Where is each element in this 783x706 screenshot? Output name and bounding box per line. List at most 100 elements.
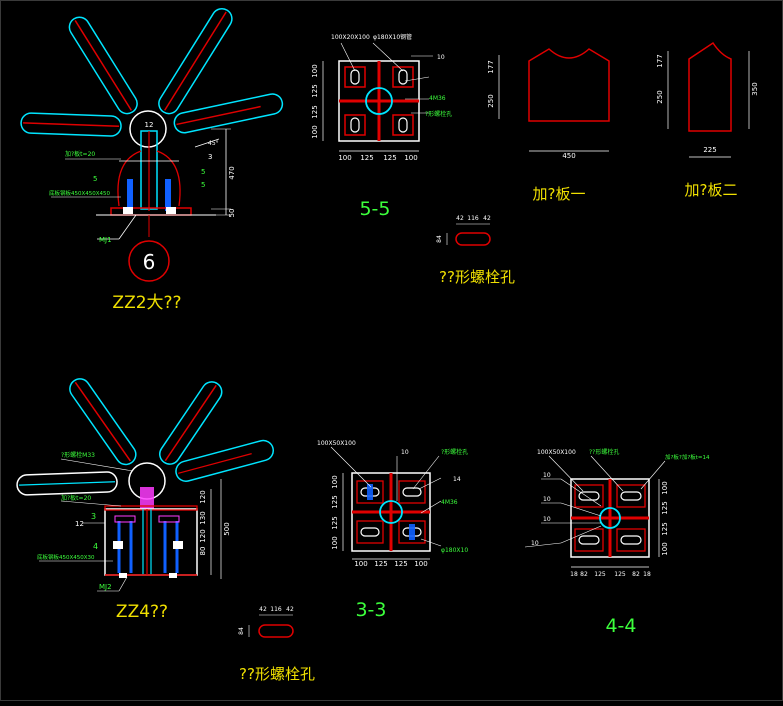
slot-top-dim-116: 116 — [467, 215, 479, 222]
s33-label-10: 10 — [401, 449, 409, 456]
zz4-tube-left — [16, 471, 118, 496]
s44-dim-right-1: 100 — [661, 481, 669, 494]
zz2-bubble-number: 6 — [143, 250, 156, 274]
slot-top-dim-42a: 42 — [456, 215, 464, 222]
zz4-tube-upper-right — [159, 381, 223, 465]
s33-pipe-label: φ180X10 — [441, 547, 468, 554]
zz4-label-4: 4 — [93, 542, 98, 551]
s33-dim-left-3: 125 — [331, 516, 339, 529]
slot-detail-bottom: 42 116 42 84 ??形螺栓孔 — [238, 606, 315, 683]
slot-bottom-title: ??形螺栓孔 — [239, 665, 315, 683]
s33-label-14: 14 — [453, 476, 461, 483]
s55-dim-bottom-4: 100 — [404, 154, 417, 162]
s44-dim-bottom-2: 82 — [580, 571, 588, 578]
zz2-angle-label: 45° — [208, 140, 219, 147]
s44-dim-right-4: 100 — [661, 542, 669, 555]
zz2-tube-upper-right — [158, 8, 233, 115]
s44-dim-bottom-4: 125 — [614, 571, 626, 578]
zz4-base-plate-label: 底板钢板450X450X30 — [37, 553, 95, 561]
zz2-label-b: 5 — [201, 168, 205, 176]
stiffener-plate-1: 177 250 450 加?板一 — [487, 48, 610, 203]
plate2-dim-350: 350 — [751, 82, 759, 95]
zz4-node-elevation: 120 130 120 80 500 ?形螺栓M33 加?板t=20 12 3 … — [16, 378, 275, 622]
zz2-stiffener-label: 加?板t=20 — [65, 150, 95, 158]
zz4-stiffener-label: 加?板t=20 — [61, 494, 91, 502]
zz4-mj-label: MJ2 — [99, 583, 112, 591]
s33-dim-bottom-2: 125 — [374, 560, 387, 568]
slot-top-dim-42b: 42 — [483, 215, 491, 222]
s44-left-label-1: 10 — [543, 472, 551, 479]
s55-dim-left-4: 100 — [311, 125, 319, 138]
s55-label-10: 10 — [437, 54, 445, 61]
zz2-label-d: 3 — [208, 153, 212, 161]
zz2-ball-joint — [129, 110, 167, 148]
s55-bolt-label: 4M36 — [429, 95, 446, 102]
s44-left-label-3: 10 — [543, 516, 551, 523]
zz2-label-a: 5 — [93, 175, 97, 183]
s55-dim-bottom-3: 125 — [383, 154, 396, 162]
slot-bottom-dim-84: 84 — [238, 627, 245, 635]
zz4-label-12: 12 — [75, 520, 84, 528]
zz4-top-note: ?形螺栓M33 — [61, 451, 95, 459]
zz2-dim-470: 470 — [228, 166, 236, 179]
s55-dim-left-2: 125 — [311, 84, 319, 97]
zz2-node-elevation: 6 12 加?板t=20 5 底板钢板450X450X450 MJ1 5 5 3… — [20, 8, 284, 313]
zz2-mj-label: MJ1 — [99, 236, 112, 244]
zz2-tube-left — [20, 112, 122, 137]
s33-dim-left-4: 100 — [331, 536, 339, 549]
zz2-tube-right — [173, 93, 284, 134]
zz4-tube-right — [175, 439, 275, 482]
s33-plate-label: 100X50X100 — [317, 440, 356, 447]
plate2-dim-225: 225 — [703, 146, 716, 154]
zz4-dim-500: 500 — [223, 522, 231, 535]
section-4-4: 100X50X100 ??形螺栓孔 加?板?加?板t=14 10 10 10 1… — [524, 448, 710, 637]
s33-dim-bottom-3: 125 — [394, 560, 407, 568]
s55-dim-bottom-2: 125 — [360, 154, 373, 162]
zz2-label-c: 5 — [201, 181, 205, 189]
zz4-dim-120a: 120 — [199, 490, 207, 503]
zz2-dim-50: 50 — [228, 209, 236, 218]
s33-dim-bottom-1: 100 — [354, 560, 367, 568]
s44-title: 4-4 — [605, 615, 636, 637]
s33-dim-bottom-4: 100 — [414, 560, 427, 568]
s55-slot-label: ?形螺栓孔 — [425, 110, 452, 118]
zz4-tube-upper-left — [69, 378, 137, 466]
s33-dim-left-1: 100 — [331, 475, 339, 488]
s44-dim-bottom-6: 18 — [643, 571, 651, 578]
zz2-base-plate-label: 底板钢板450X450X450 — [49, 189, 111, 197]
slot-bottom-dim-116: 116 — [270, 606, 282, 613]
plate1-dim-177: 177 — [487, 60, 495, 73]
zz2-detail-bubble — [128, 240, 170, 282]
s44-dim-bottom-5: 82 — [632, 571, 640, 578]
s44-plate-label: 100X50X100 — [537, 449, 576, 456]
s44-dim-bottom-1: 18 — [570, 571, 578, 578]
zz4-label-3: 3 — [91, 512, 96, 521]
slot-detail-top: 42 116 42 84 ??形螺栓孔 — [436, 215, 515, 286]
s44-left-label-4: 10 — [531, 540, 539, 547]
plate2-dim-250: 250 — [656, 90, 664, 103]
s55-pipe-label: φ180X10钢管 — [373, 33, 412, 41]
s33-dim-left-2: 125 — [331, 495, 339, 508]
s44-dim-right-3: 125 — [661, 522, 669, 535]
section-5-5: 100X20X100 φ180X10钢管 10 4M36 ?形螺栓孔 100 1… — [311, 33, 452, 220]
s33-title: 3-3 — [355, 599, 386, 621]
zz4-dim-130: 130 — [199, 511, 207, 524]
s55-dim-left-3: 125 — [311, 105, 319, 118]
s55-dim-bottom-1: 100 — [338, 154, 351, 162]
s44-dim-right-2: 125 — [661, 501, 669, 514]
zz2-tube-upper-left — [68, 16, 138, 115]
section-3-3: 100X50X100 10 14 ?形螺栓孔 4M36 φ180X10 100 … — [317, 440, 468, 621]
zz4-dim-80: 80 — [199, 547, 207, 556]
s55-title: 5-5 — [359, 198, 390, 220]
slot-top-dim-84: 84 — [436, 235, 443, 243]
s44-left-label-2: 10 — [543, 496, 551, 503]
s55-plate-label: 100X20X100 — [331, 34, 370, 41]
slot-bottom-dim-42b: 42 — [286, 606, 294, 613]
zz2-label-12: 12 — [145, 121, 154, 129]
plate1-title: 加?板一 — [533, 185, 586, 203]
plate2-dim-177: 177 — [656, 54, 664, 67]
plate1-dim-450: 450 — [562, 152, 575, 160]
plate2-title: 加?板二 — [685, 181, 738, 199]
